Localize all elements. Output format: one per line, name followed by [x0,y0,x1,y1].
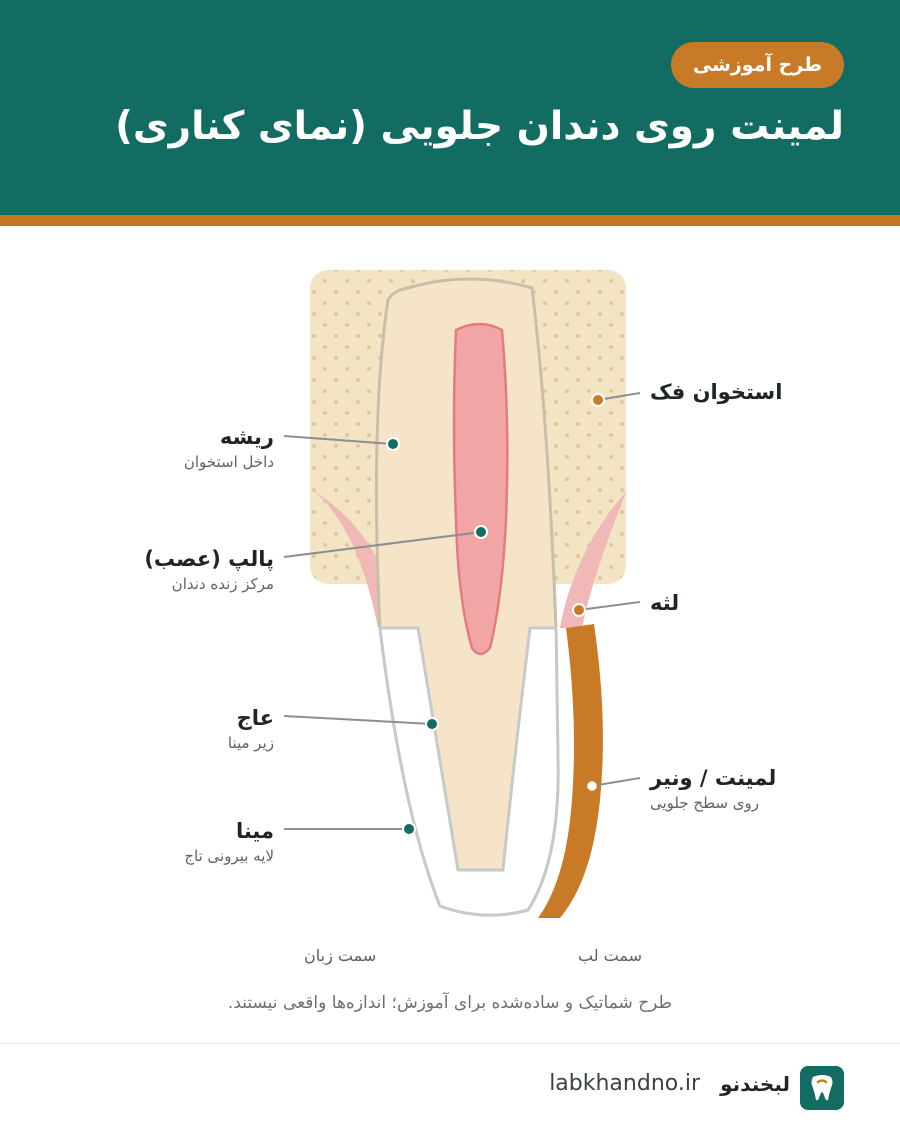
side-tongue-label: سمت زبان [304,946,377,965]
label-dentin-sub: زیر مینا [227,734,274,752]
label-dentin: عاج زیر مینا [228,704,274,754]
dot-dentin [425,717,439,731]
leader-veneer [591,777,641,787]
header-banner [0,0,900,215]
label-enamel-sub: لایه بیرونی تاج [184,847,274,865]
label-pulp-title: پالپ (عصب) [144,547,274,571]
label-bone: استخوان فک [650,378,782,406]
leader-bone [597,392,641,401]
dot-root [386,437,400,451]
pulp [452,322,509,656]
category-badge: طرح آموزشی [670,42,844,88]
side-lip-label: سمت لب [578,946,643,965]
page-title: لمینت روی دندان جلویی (نمای کناری) [115,104,844,149]
label-enamel: مینا لایه بیرونی تاج [184,817,274,867]
label-veneer-sub: روی سطح جلویی [650,794,759,812]
tooth-diagram [283,270,641,918]
label-root-title: ریشه [219,425,274,449]
diagram-note: طرح شماتیک و ساده‌شده برای آموزش؛ اندازه… [227,993,673,1013]
leader-root [283,435,394,445]
leader-pulp [283,531,482,558]
dot-veneer [584,778,600,794]
veneer [538,624,603,918]
leader-dentin [283,715,433,725]
label-enamel-title: مینا [235,819,274,843]
enamel-crown [378,626,560,917]
footer-brand: لبخندنو [720,1072,790,1096]
label-gum: لثه [650,589,679,617]
label-pulp-sub: مرکز زنده دندان [171,575,274,593]
label-pulp: پالپ (عصب) مرکز زنده دندان [144,545,274,595]
dot-enamel [402,822,416,836]
label-gum-title: لثه [650,591,680,615]
label-veneer: لمینت / ونیر روی سطح جلویی [650,764,776,814]
footer-divider [0,1043,900,1044]
footer-site-link[interactable]: labkhandno.ir [549,1071,700,1096]
label-veneer-title: لمینت / ونیر [650,766,777,790]
header-stripe [0,215,900,226]
gum-right [560,492,626,628]
dot-bone [591,393,605,407]
leader-gum [578,601,641,611]
label-root: ریشه داخل استخوان [184,423,274,473]
tooth-icon [800,1066,844,1110]
dot-gum [572,603,586,617]
label-dentin-title: عاج [236,706,274,730]
label-bone-title: استخوان فک [650,380,783,404]
dot-pulp [474,525,488,539]
label-root-sub: داخل استخوان [183,453,274,471]
